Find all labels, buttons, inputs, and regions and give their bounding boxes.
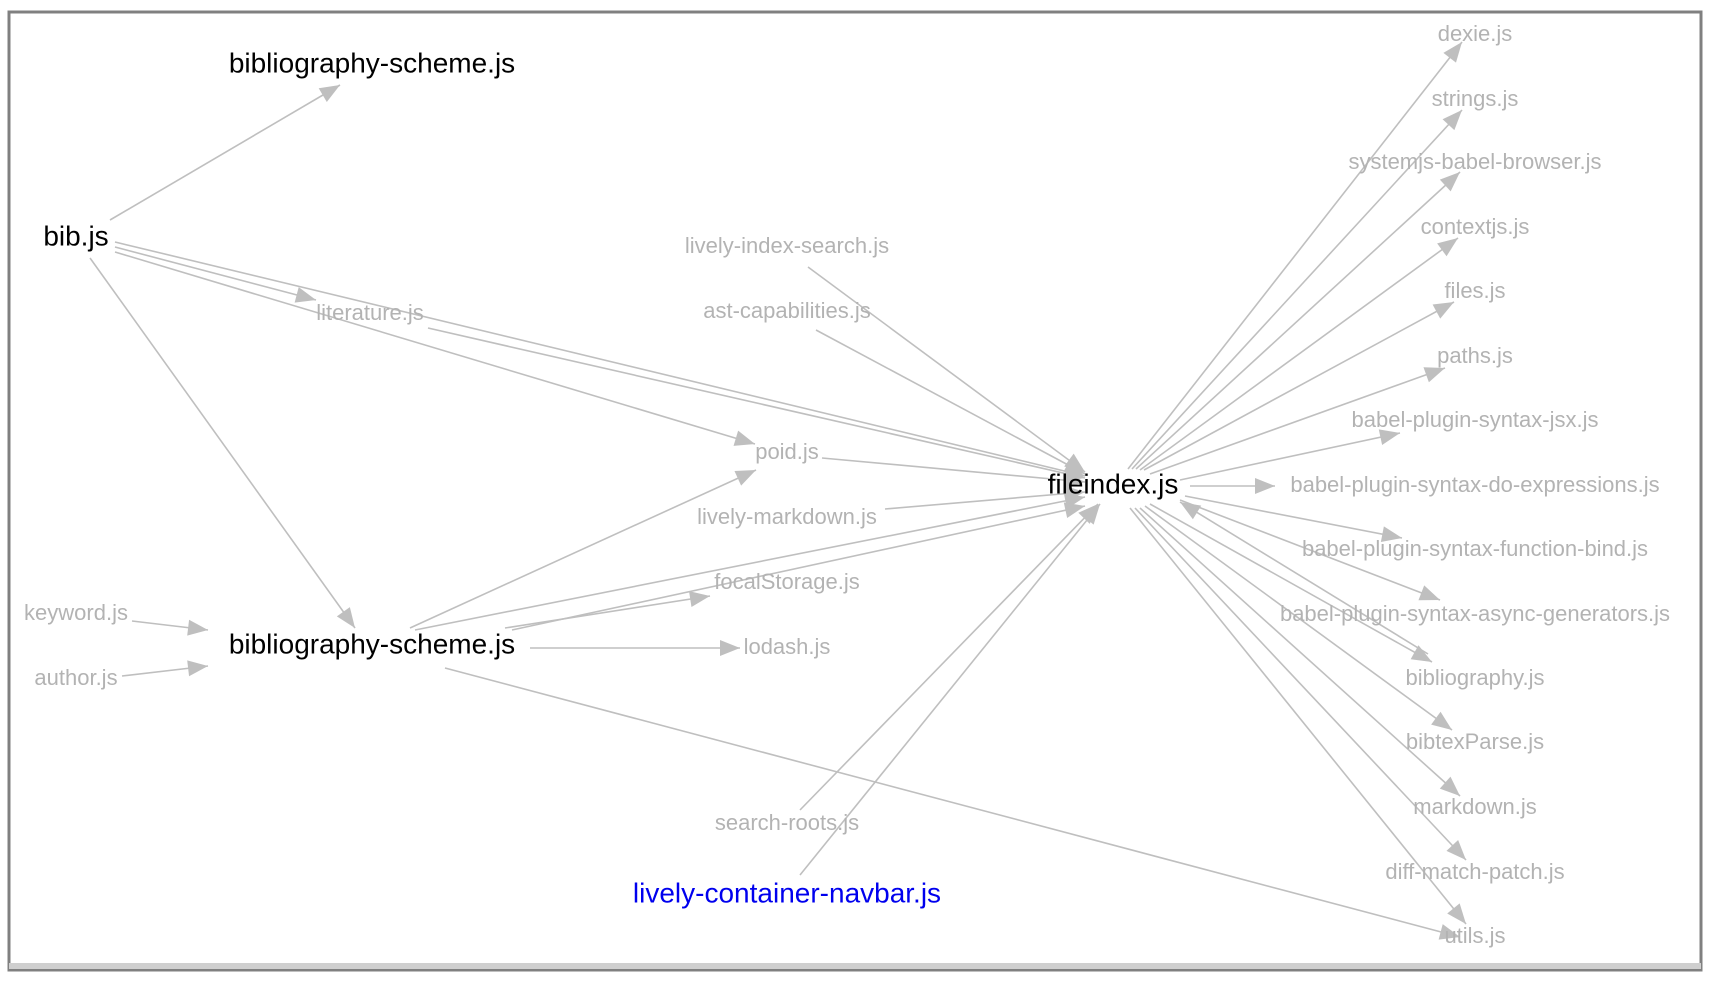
- edge-fileindex-to-contextjs: [1139, 237, 1459, 471]
- arrowhead-focal-storage: [689, 591, 710, 607]
- edge-fileindex-to-dexie: [1127, 41, 1463, 470]
- node-diff: diff-match-patch.js: [1385, 859, 1564, 884]
- arrowhead-dexie: [1443, 42, 1462, 63]
- edge-bibliography-to-fileindex: [1179, 501, 1429, 655]
- node-jsx: babel-plugin-syntax-jsx.js: [1352, 407, 1599, 432]
- edge-fileindex-to-jsx: [1179, 432, 1401, 481]
- node-utils: utils.js: [1444, 923, 1505, 948]
- node-lively-index-search: lively-index-search.js: [685, 233, 889, 258]
- arrowhead-utils: [1438, 924, 1460, 940]
- arrowhead-utils: [1447, 903, 1466, 924]
- edge-fileindex-to-systemjs: [1135, 171, 1461, 470]
- node-layer: bibliography-scheme.js bib.js literature.j…: [24, 21, 1670, 948]
- arrowhead-lodash: [720, 640, 740, 656]
- arrowhead-fileindex: [1180, 502, 1202, 520]
- node-poid: poid.js: [755, 439, 819, 464]
- arrowhead-fileindex: [1064, 485, 1085, 502]
- arrowhead-systemjs: [1439, 172, 1460, 192]
- node-lodash: lodash.js: [744, 634, 831, 659]
- node-dexie: dexie.js: [1438, 21, 1513, 46]
- arrowhead-contextjs: [1437, 238, 1458, 257]
- node-fileindex: fileindex.js: [1048, 468, 1179, 499]
- edge-poid-to-fileindex: [821, 457, 1086, 483]
- node-literature: literature.js: [316, 300, 424, 325]
- node-lively-markdown: lively-markdown.js: [697, 504, 877, 529]
- edge-search-roots-to-fileindex: [799, 503, 1099, 811]
- node-markdown: markdown.js: [1413, 794, 1536, 819]
- node-bibtex: bibtexParse.js: [1406, 729, 1544, 754]
- arrowhead-fileindex: [1081, 504, 1100, 525]
- node-search-roots: search-roots.js: [715, 810, 859, 835]
- arrowhead-paths: [1423, 367, 1445, 383]
- node-bib-scheme-top: bibliography-scheme.js: [229, 47, 515, 78]
- edge-fileindex-to-utils: [1129, 507, 1467, 925]
- arrowhead-bibtex: [1431, 711, 1452, 730]
- node-ast-capabilities: ast-capabilities.js: [703, 298, 871, 323]
- node-bibliography: bibliography.js: [1405, 665, 1544, 690]
- arrowhead-bib-scheme: [187, 619, 208, 636]
- arrowhead-poid: [733, 430, 755, 446]
- arrowhead-diff: [1446, 839, 1466, 860]
- arrowhead-bib-scheme-top: [318, 85, 340, 103]
- arrowhead-poid: [734, 470, 756, 486]
- node-contextjs: contextjs.js: [1421, 214, 1530, 239]
- arrowhead-fn-bind: [1380, 526, 1402, 543]
- edge-fileindex-to-paths: [1149, 367, 1446, 475]
- edge-fileindex-to-markdown: [1139, 507, 1461, 797]
- node-bib: bib.js: [43, 220, 108, 251]
- edge-fileindex-to-diff: [1134, 507, 1467, 861]
- edge-lively-markdown-to-fileindex: [884, 491, 1086, 510]
- edge-fileindex-to-bibtex: [1144, 505, 1453, 731]
- edge-bib-scheme-to-utils: [444, 667, 1461, 938]
- edge-navbar-to-fileindex: [799, 503, 1101, 876]
- node-strings: strings.js: [1432, 86, 1519, 111]
- edge-bib-scheme-to-focal-storage: [504, 595, 711, 629]
- edge-focal-storage-to-fileindex: [511, 505, 1086, 631]
- edge-bib-to-bib-scheme: [89, 257, 356, 629]
- node-author: author.js: [34, 665, 117, 690]
- edge-bib-scheme-to-poid: [409, 469, 757, 629]
- edge-fileindex-to-fn-bind: [1184, 495, 1403, 539]
- arrowhead-bib-scheme: [187, 660, 208, 677]
- edge-bib-to-poid: [114, 251, 756, 445]
- edge-fileindex-to-files: [1143, 301, 1455, 471]
- edge-ast-capabilities-to-fileindex: [815, 329, 1086, 475]
- arrowhead-fileindex: [1063, 502, 1085, 519]
- arrowhead-literature: [294, 287, 316, 303]
- edge-bib-to-fileindex: [114, 241, 1086, 477]
- node-keyword: keyword.js: [24, 600, 128, 625]
- node-async-gen: babel-plugin-syntax-async-generators.js: [1280, 601, 1670, 626]
- arrowhead-fileindex: [1063, 457, 1085, 474]
- edge-layer: [89, 41, 1467, 940]
- arrowhead-strings: [1442, 110, 1462, 131]
- edge-fileindex-to-async-gen: [1179, 499, 1441, 601]
- edge-fileindex-to-strings: [1131, 109, 1463, 470]
- arrowhead-jsx: [1378, 429, 1400, 446]
- edge-bib-to-bib-scheme-top: [109, 84, 341, 221]
- node-navbar[interactable]: lively-container-navbar.js: [633, 877, 941, 908]
- node-paths: paths.js: [1437, 343, 1513, 368]
- node-files: files.js: [1444, 278, 1505, 303]
- arrowhead-bib-scheme: [336, 607, 355, 628]
- edge-bib-scheme-to-fileindex: [414, 496, 1086, 631]
- graph-frame-bottom-bar: [9, 963, 1701, 969]
- arrowhead-markdown: [1439, 776, 1460, 796]
- arrowhead-do-expr: [1255, 478, 1275, 494]
- node-focal-storage: focalStorage.js: [714, 569, 860, 594]
- edge-lively-index-search-to-fileindex: [807, 266, 1086, 473]
- node-fn-bind: babel-plugin-syntax-function-bind.js: [1302, 536, 1648, 561]
- edge-bib-to-literature: [114, 246, 317, 301]
- node-bib-scheme: bibliography-scheme.js: [229, 628, 515, 659]
- edge-literature-to-fileindex: [427, 327, 1086, 479]
- arrowhead-files: [1432, 302, 1454, 319]
- node-do-expr: babel-plugin-syntax-do-expressions.js: [1290, 472, 1659, 497]
- arrowhead-bibliography: [1410, 645, 1432, 662]
- edge-fileindex-to-bibliography: [1149, 503, 1433, 663]
- node-systemjs: systemjs-babel-browser.js: [1348, 149, 1601, 174]
- arrowhead-fileindex: [1064, 472, 1085, 489]
- arrowhead-async-gen: [1418, 585, 1440, 601]
